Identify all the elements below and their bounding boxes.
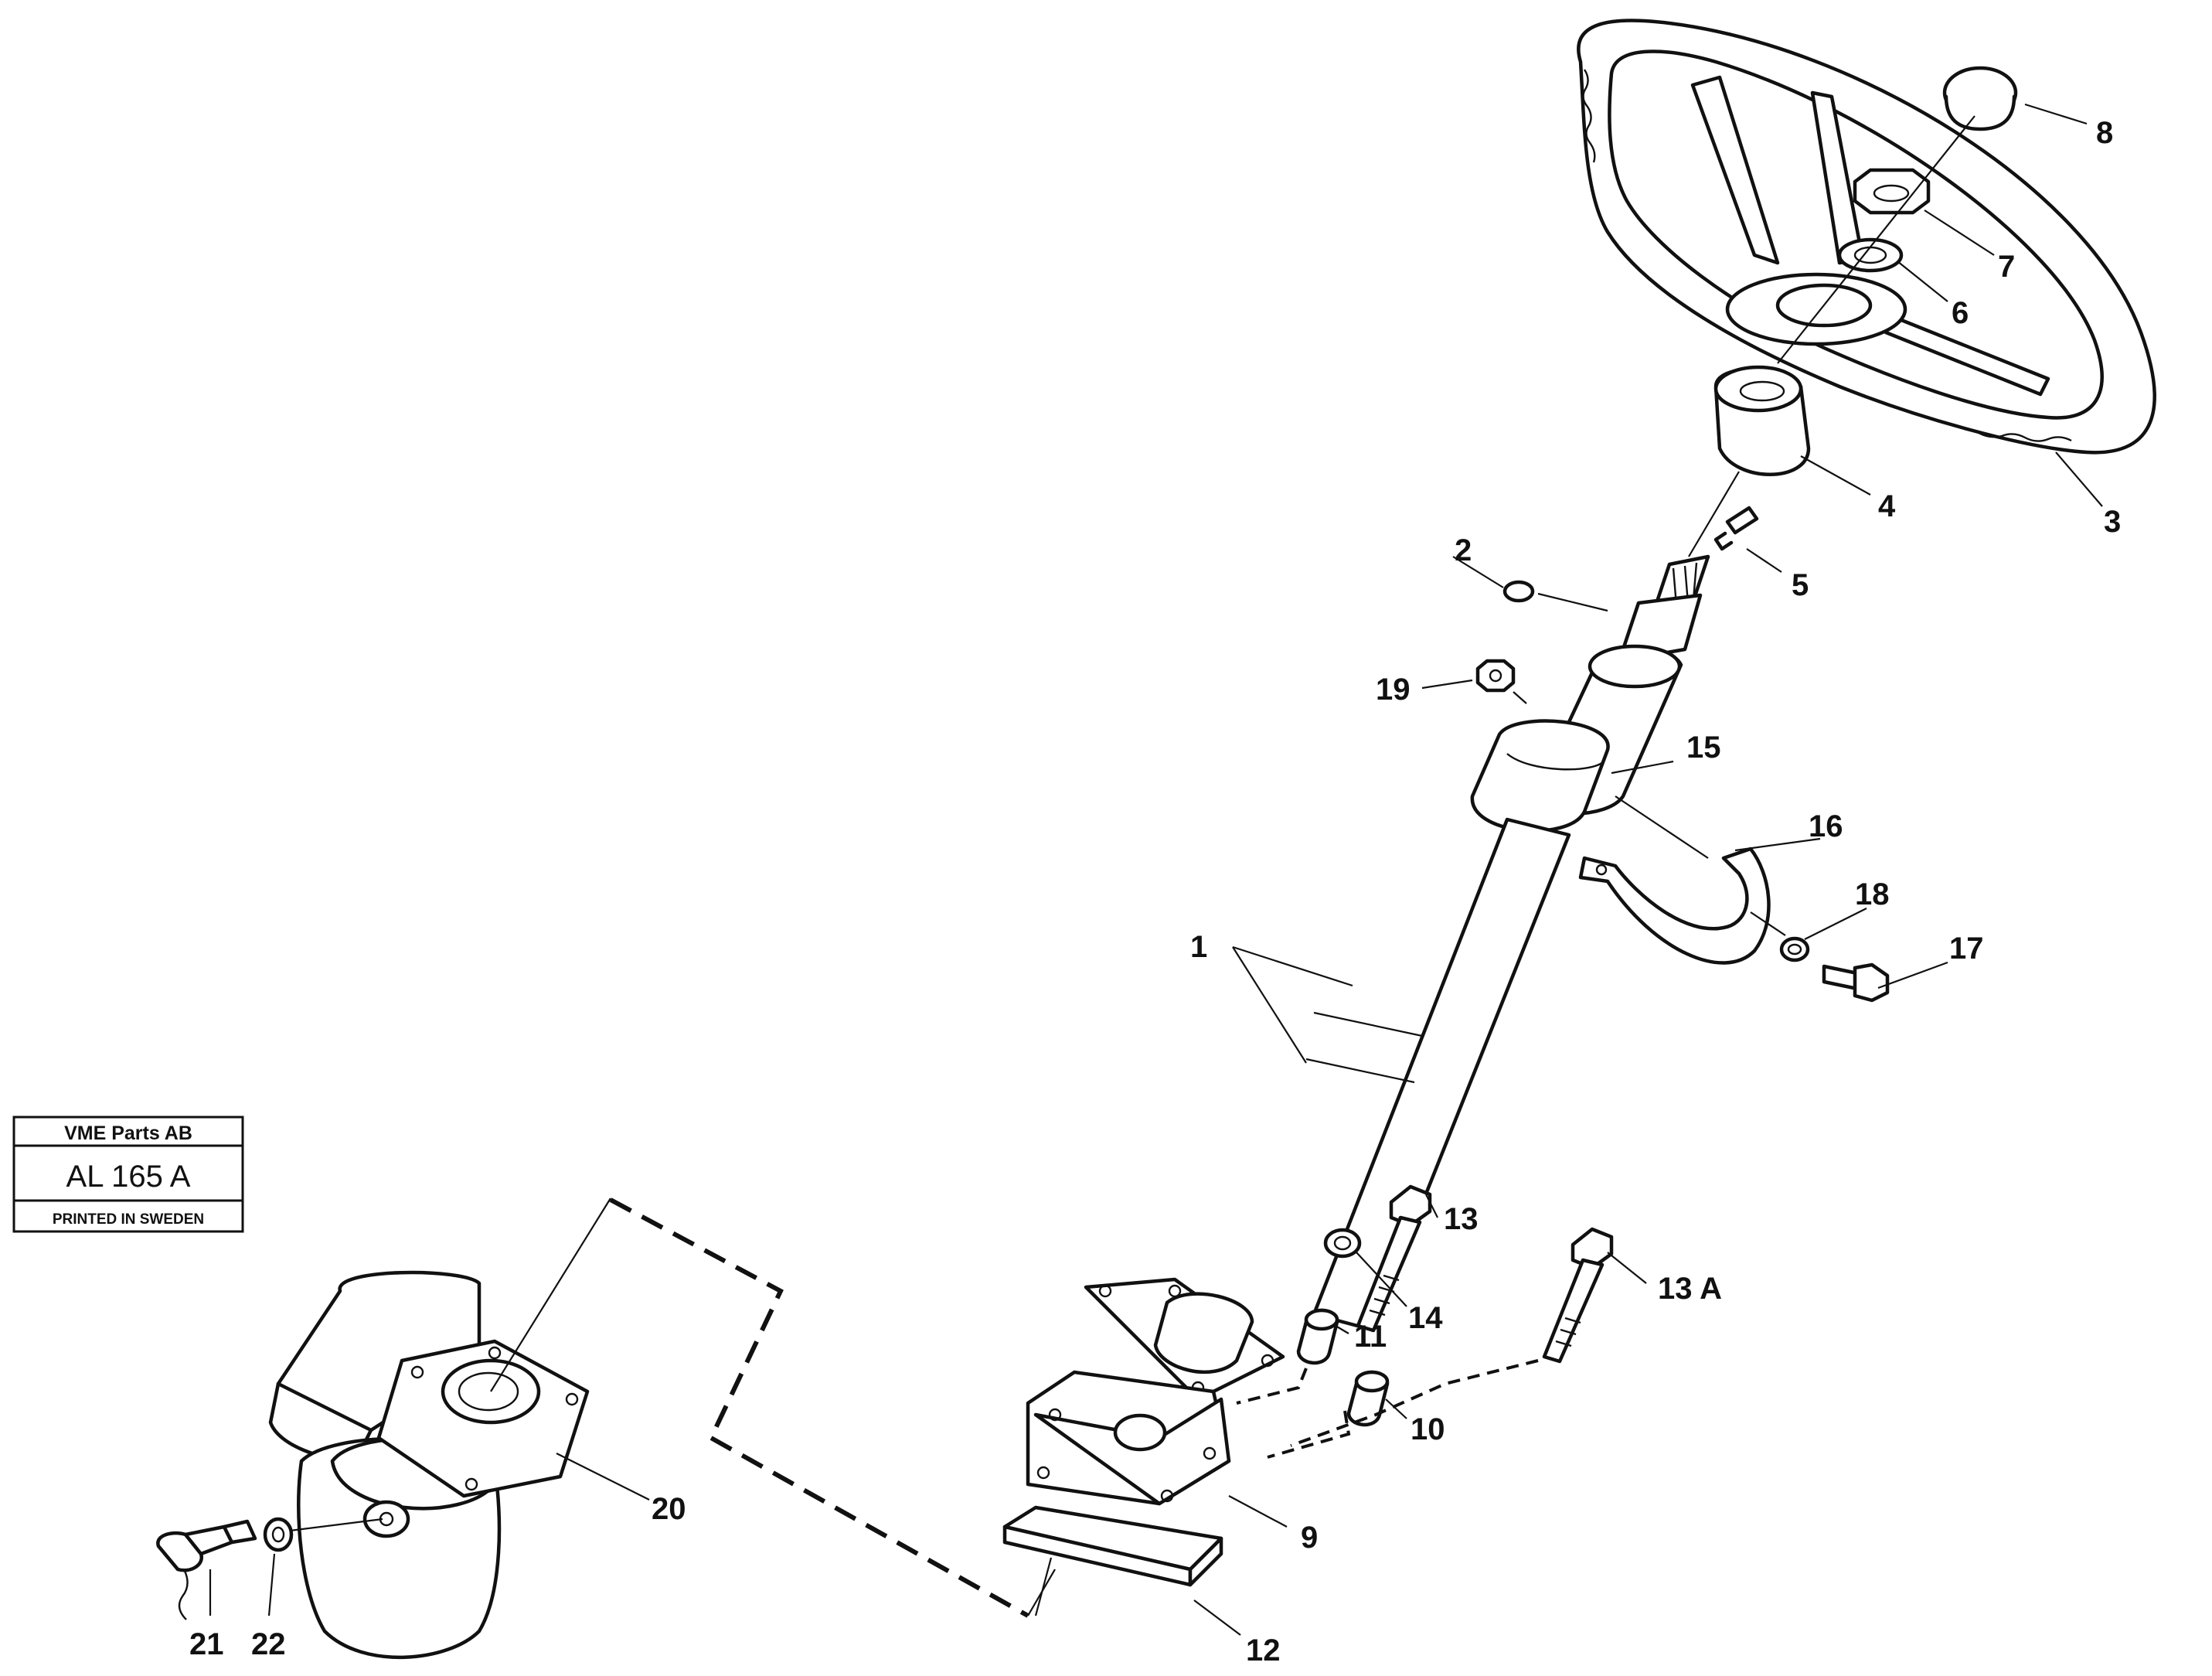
- callout-18: 18: [1855, 877, 1890, 911]
- callout-14: 14: [1408, 1301, 1443, 1335]
- hub-adapter-part-4: [1713, 365, 1811, 476]
- callout-15: 15: [1686, 731, 1721, 765]
- steering-column-part-1: [1084, 554, 1710, 1402]
- callout-13A: 13 A: [1658, 1272, 1722, 1306]
- nut-part-19: [1475, 659, 1516, 693]
- callout-21: 21: [189, 1627, 224, 1661]
- bolt-part-13A: [1542, 1227, 1614, 1364]
- stamp-code: AL 165 A: [66, 1160, 191, 1194]
- bracket-part-9: [1026, 1370, 1231, 1506]
- callout-4: 4: [1878, 489, 1896, 523]
- callout-11: 11: [1354, 1320, 1387, 1354]
- fitting-part-21: [156, 1519, 257, 1620]
- stamp-company: VME Parts AB: [64, 1122, 192, 1144]
- callout-16: 16: [1809, 809, 1843, 843]
- bolt-part-17: [1822, 962, 1890, 1003]
- spacer-part-10: [1346, 1370, 1390, 1427]
- washer-part-6: [1837, 237, 1904, 273]
- washer-part-18: [1779, 936, 1810, 962]
- callout-8: 8: [2096, 116, 2113, 150]
- washer-part-22: [263, 1517, 294, 1552]
- callout-5: 5: [1792, 568, 1809, 602]
- callout-1: 1: [1190, 930, 1207, 964]
- spacer-part-11: [1296, 1308, 1339, 1365]
- callout-20: 20: [652, 1492, 686, 1526]
- callout-10: 10: [1411, 1412, 1445, 1446]
- bolt-part-13: [1356, 1184, 1432, 1333]
- stamp-footer: PRINTED IN SWEDEN: [53, 1211, 204, 1228]
- callout-2: 2: [1455, 533, 1472, 567]
- callout-3: 3: [2104, 505, 2121, 539]
- callout-12: 12: [1246, 1633, 1281, 1667]
- screw-part-5: [1713, 506, 1759, 551]
- steering-wheel: [1577, 19, 2156, 455]
- steering-unit-part-20: [268, 1270, 590, 1659]
- callout-19: 19: [1376, 673, 1411, 707]
- plate-part-12: [1002, 1505, 1223, 1587]
- nut-part-7: [1853, 168, 1931, 215]
- callout-9: 9: [1301, 1521, 1318, 1555]
- callout-13: 13: [1444, 1202, 1479, 1236]
- washer-part-14: [1323, 1228, 1362, 1259]
- cap-part-8: [1942, 66, 2018, 131]
- parts-stamp: VME Parts AB AL 165 A PRINTED IN SWEDEN: [12, 1116, 244, 1233]
- callout-22: 22: [251, 1627, 286, 1661]
- callout-17: 17: [1949, 932, 1984, 966]
- clamp-part-16: [1578, 847, 1771, 965]
- callout-7: 7: [1998, 250, 2015, 284]
- callout-6: 6: [1952, 296, 1969, 330]
- pin-part-2: [1502, 580, 1535, 603]
